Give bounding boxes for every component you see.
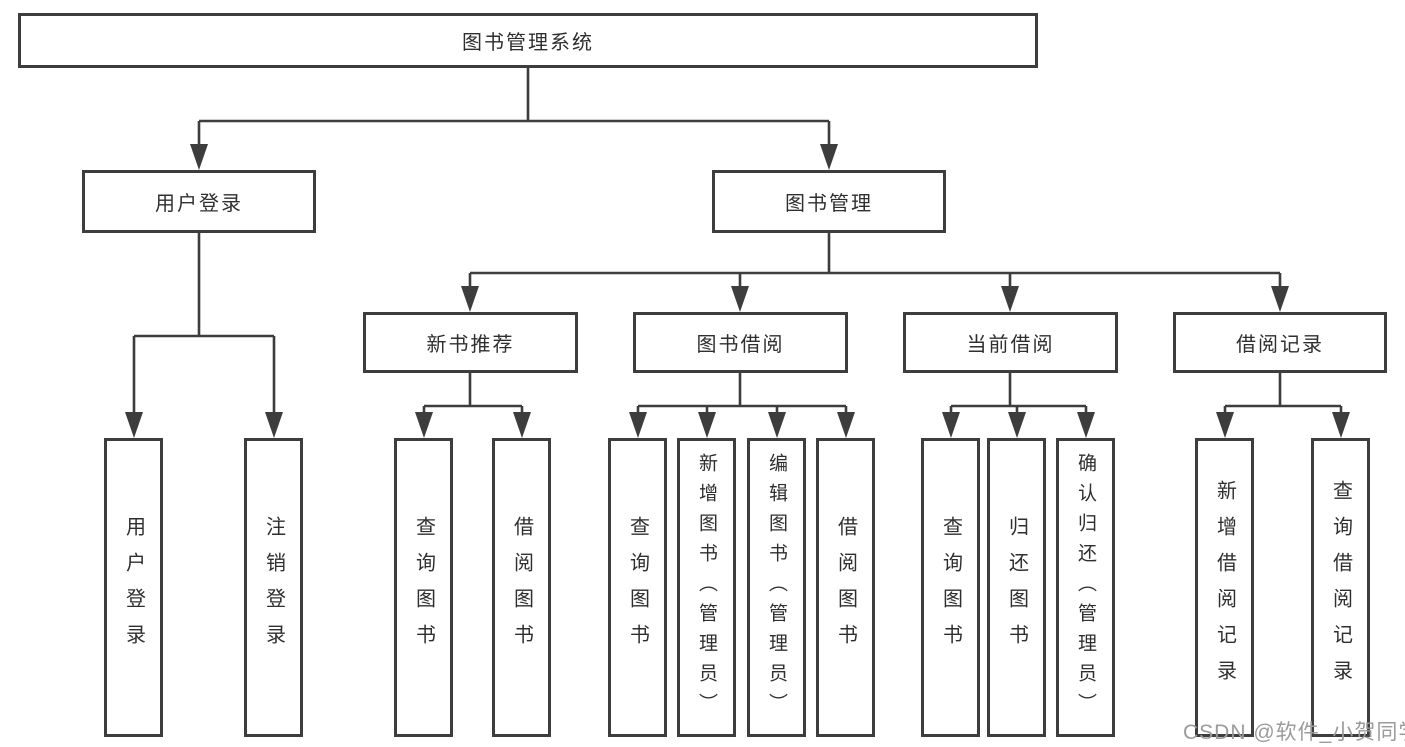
node-label: 当前借阅 (966, 334, 1055, 356)
arrowheads (125, 144, 1350, 438)
node-label: 用户登录 (122, 515, 145, 660)
connector-book-management-to-level3 (468, 233, 1282, 290)
node-label: 查询图书 (939, 515, 962, 660)
node-label: 查询借阅记录 (1329, 479, 1352, 696)
csdn-watermark: CSDN @软件_小贺同学 (1183, 721, 1405, 744)
arrowhead (190, 144, 208, 170)
connector-current-borrow-to-leaves (949, 373, 1088, 416)
node-label: 图书管理系统 (462, 32, 594, 54)
node-label: 借阅图书 (510, 515, 533, 660)
node-label: 用户登录 (155, 193, 243, 215)
arrowhead (1271, 286, 1289, 312)
arrowhead (1332, 412, 1350, 438)
node-new-book-recommendation: 新书推荐 (363, 312, 578, 373)
node-book-borrowing: 图书借阅 (633, 312, 848, 373)
node-label: 新书推荐 (426, 334, 515, 356)
node-user-login: 用户登录 (82, 170, 316, 233)
node-label: 新增图书（管理员） (696, 452, 717, 723)
node-label: 编辑图书（管理员） (766, 452, 787, 723)
connector-root-to-level2 (197, 68, 831, 148)
node-book-management-system: 图书管理系统 (18, 13, 1038, 68)
node-label: 新增借阅记录 (1213, 479, 1236, 696)
arrowhead (768, 412, 786, 438)
leaf-borrowing-edit-books-admin: 编辑图书（管理员） (747, 438, 806, 737)
arrowhead (265, 412, 283, 438)
arrowhead (820, 144, 838, 170)
arrowhead (837, 412, 855, 438)
leaf-current-query-books: 查询图书 (921, 438, 980, 737)
node-book-management: 图书管理 (712, 170, 946, 233)
arrowhead (1001, 286, 1019, 312)
leaf-borrowing-add-books-admin: 新增图书（管理员） (677, 438, 736, 737)
leaf-borrowing-borrow-books: 借阅图书 (816, 438, 875, 737)
leaf-user-login: 用户登录 (104, 438, 163, 737)
node-label: 确认归还（管理员） (1075, 452, 1096, 723)
arrowhead (1216, 412, 1234, 438)
arrowhead (1077, 412, 1095, 438)
node-label: 借阅图书 (834, 515, 857, 660)
leaf-records-add-borrow-record: 新增借阅记录 (1195, 438, 1254, 737)
arrowhead (629, 412, 647, 438)
node-label: 注销登录 (262, 515, 285, 660)
leaf-newbook-query-books: 查询图书 (394, 438, 453, 737)
leaf-newbook-borrow-books: 借阅图书 (492, 438, 551, 737)
arrowhead (415, 412, 433, 438)
node-label: 归还图书 (1005, 515, 1028, 660)
leaf-current-confirm-return-admin: 确认归还（管理员） (1056, 438, 1115, 737)
connector-new-book-to-leaves (422, 373, 524, 416)
leaf-borrowing-query-books: 查询图书 (608, 438, 667, 737)
arrowhead (125, 412, 143, 438)
connector-book-borrow-to-leaves (636, 373, 848, 416)
node-label: 借阅记录 (1236, 334, 1324, 356)
arrowhead (942, 412, 960, 438)
leaf-current-return-books: 归还图书 (987, 438, 1046, 737)
connector-borrow-records-to-leaves (1223, 373, 1343, 416)
node-borrowing-records: 借阅记录 (1173, 312, 1387, 373)
node-label: 图书借阅 (696, 334, 785, 356)
arrowhead (1008, 412, 1026, 438)
arrowhead (731, 286, 749, 312)
node-label: 图书管理 (785, 193, 873, 215)
arrowhead (698, 412, 716, 438)
node-current-borrowing: 当前借阅 (903, 312, 1118, 373)
node-label: 查询图书 (626, 515, 649, 660)
leaf-logout: 注销登录 (244, 438, 303, 737)
arrowhead (461, 286, 479, 312)
node-label: 查询图书 (412, 515, 435, 660)
connector-user-login-to-leaves (132, 233, 276, 416)
arrowhead (513, 412, 531, 438)
leaf-records-query-borrow-record: 查询借阅记录 (1311, 438, 1370, 737)
